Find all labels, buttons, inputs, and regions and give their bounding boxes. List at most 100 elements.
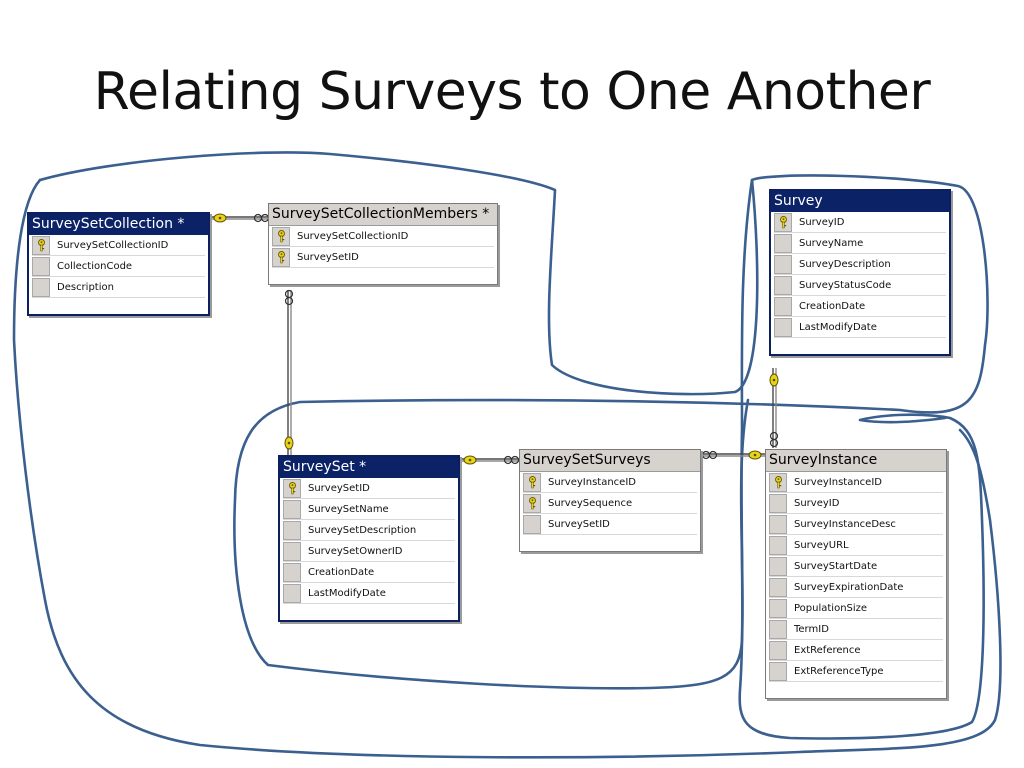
column-name: SurveyExpirationDate bbox=[794, 581, 904, 593]
primary-key-icon bbox=[272, 247, 290, 267]
primary-key-icon bbox=[32, 235, 50, 255]
column-name: SurveySetDescription bbox=[308, 524, 417, 536]
column-name: CreationDate bbox=[799, 300, 866, 312]
row-selector bbox=[32, 256, 50, 276]
column-name: ExtReferenceType bbox=[794, 665, 884, 677]
row-selector bbox=[774, 317, 792, 337]
column-row[interactable]: SurveySetDescription bbox=[283, 520, 455, 541]
primary-key-icon bbox=[774, 212, 792, 232]
column-row[interactable]: ExtReference bbox=[769, 640, 943, 661]
column-row[interactable]: SurveySetID bbox=[272, 247, 494, 268]
column-name: SurveyID bbox=[794, 497, 840, 509]
column-row[interactable]: LastModifyDate bbox=[774, 317, 946, 338]
column-name: SurveyStatusCode bbox=[799, 279, 892, 291]
column-name: SurveyStartDate bbox=[794, 560, 878, 572]
row-selector bbox=[774, 275, 792, 295]
column-row[interactable]: CreationDate bbox=[774, 296, 946, 317]
row-selector bbox=[769, 598, 787, 618]
table-header[interactable]: SurveySetCollection * bbox=[29, 214, 208, 235]
row-selector bbox=[769, 493, 787, 513]
column-name: SurveySetCollectionID bbox=[57, 239, 169, 251]
column-name: SurveyDescription bbox=[799, 258, 891, 270]
table-header[interactable]: SurveySetCollectionMembers * bbox=[269, 204, 497, 226]
column-name: SurveyURL bbox=[794, 539, 849, 551]
column-row[interactable]: SurveyID bbox=[774, 212, 946, 233]
column-name: SurveyInstanceDesc bbox=[794, 518, 896, 530]
column-name: CreationDate bbox=[308, 566, 375, 578]
table-header[interactable]: SurveySetSurveys bbox=[520, 450, 700, 472]
table-header[interactable]: SurveySet * bbox=[280, 457, 458, 478]
row-selector bbox=[769, 514, 787, 534]
outline-right-group bbox=[738, 178, 985, 740]
row-selector bbox=[523, 514, 541, 534]
row-selector bbox=[774, 254, 792, 274]
column-row[interactable]: SurveyName bbox=[774, 233, 946, 254]
column-name: SurveySetName bbox=[308, 503, 389, 515]
row-selector bbox=[283, 499, 301, 519]
column-row[interactable]: SurveySetCollectionID bbox=[32, 235, 205, 256]
row-selector bbox=[32, 277, 50, 297]
outline-left-loop bbox=[12, 178, 1002, 759]
column-name: SurveySetID bbox=[308, 482, 370, 494]
column-row[interactable]: SurveySetID bbox=[283, 478, 455, 499]
column-name: SurveyID bbox=[799, 216, 845, 228]
column-row[interactable]: SurveyInstanceID bbox=[523, 472, 697, 493]
column-name: SurveyName bbox=[799, 237, 864, 249]
primary-key-icon bbox=[769, 472, 787, 492]
column-name: Description bbox=[57, 281, 114, 293]
primary-key-icon bbox=[283, 478, 301, 498]
column-name: SurveySetCollectionID bbox=[297, 230, 409, 242]
column-name: SurveySetOwnerID bbox=[308, 545, 403, 557]
column-row[interactable]: SurveySequence bbox=[523, 493, 697, 514]
column-name: CollectionCode bbox=[57, 260, 133, 272]
column-name: SurveyInstanceID bbox=[548, 476, 636, 488]
slide-title: Relating Surveys to One Another bbox=[93, 62, 931, 122]
column-row[interactable]: SurveyStartDate bbox=[769, 556, 943, 577]
row-selector bbox=[769, 535, 787, 555]
column-row[interactable]: SurveyInstanceID bbox=[769, 472, 943, 493]
table-surveysetcollection[interactable]: SurveySetCollection * SurveySetCollectio… bbox=[27, 212, 210, 316]
outline-left-group bbox=[38, 151, 989, 690]
table-surveysetcollectionmembers[interactable]: SurveySetCollectionMembers * SurveySetCo… bbox=[268, 203, 498, 285]
row-selector bbox=[769, 619, 787, 639]
column-row[interactable]: SurveySetCollectionID bbox=[272, 226, 494, 247]
column-row[interactable]: SurveySetID bbox=[523, 514, 697, 535]
column-row[interactable]: LastModifyDate bbox=[283, 583, 455, 604]
column-row[interactable]: PopulationSize bbox=[769, 598, 943, 619]
table-header[interactable]: Survey bbox=[771, 191, 949, 212]
table-header[interactable]: SurveyInstance bbox=[766, 450, 946, 472]
column-row[interactable]: SurveyID bbox=[769, 493, 943, 514]
row-selector bbox=[774, 233, 792, 253]
column-row[interactable]: SurveyDescription bbox=[774, 254, 946, 275]
column-row[interactable]: Description bbox=[32, 277, 205, 298]
column-name: LastModifyDate bbox=[308, 587, 386, 599]
column-row[interactable]: SurveySetOwnerID bbox=[283, 541, 455, 562]
column-row[interactable]: SurveyExpirationDate bbox=[769, 577, 943, 598]
column-name: SurveySetID bbox=[297, 251, 359, 263]
column-row[interactable]: SurveySetName bbox=[283, 499, 455, 520]
row-selector bbox=[283, 583, 301, 603]
table-surveyinstance[interactable]: SurveyInstance SurveyInstanceID SurveyID S… bbox=[765, 449, 947, 699]
column-row[interactable]: TermID bbox=[769, 619, 943, 640]
one-end-key-markers bbox=[213, 213, 779, 465]
row-selector bbox=[769, 577, 787, 597]
column-row[interactable]: CollectionCode bbox=[32, 256, 205, 277]
column-name: LastModifyDate bbox=[799, 321, 877, 333]
row-selector bbox=[769, 556, 787, 576]
table-surveysetsurveys[interactable]: SurveySetSurveys SurveyInstanceID SurveyS… bbox=[519, 449, 701, 552]
primary-key-icon bbox=[272, 226, 290, 246]
primary-key-icon bbox=[523, 472, 541, 492]
column-row[interactable]: ExtReferenceType bbox=[769, 661, 943, 682]
column-row[interactable]: SurveyURL bbox=[769, 535, 943, 556]
row-selector bbox=[283, 541, 301, 561]
column-name: SurveyInstanceID bbox=[794, 476, 882, 488]
column-row[interactable]: CreationDate bbox=[283, 562, 455, 583]
column-name: TermID bbox=[794, 623, 829, 635]
column-row[interactable]: SurveyStatusCode bbox=[774, 275, 946, 296]
column-name: PopulationSize bbox=[794, 602, 868, 614]
row-selector bbox=[769, 661, 787, 681]
column-row[interactable]: SurveyInstanceDesc bbox=[769, 514, 943, 535]
